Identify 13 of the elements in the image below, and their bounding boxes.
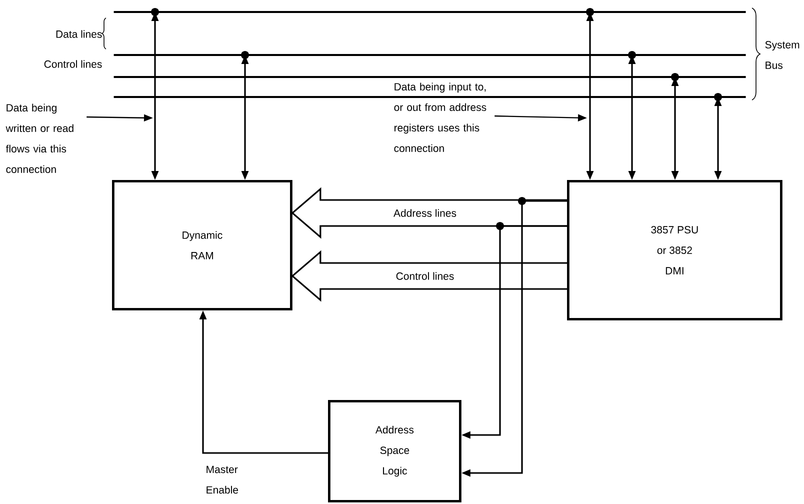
bus-label: Data lines xyxy=(56,30,102,38)
bus-label: System Bus xyxy=(765,41,800,69)
block-box: 3857 PSU or 3852 DMI xyxy=(567,180,782,320)
bus-label: Control lines xyxy=(44,60,102,68)
block-box: Dynamic RAM xyxy=(112,180,292,310)
edge-label: Control lines xyxy=(396,272,454,280)
wide-arrow xyxy=(291,187,568,239)
block-box: Address Space Logic xyxy=(328,400,462,502)
note-text: Data being input to, or out from address registers uses this connection xyxy=(394,82,486,152)
edge-label: Address lines xyxy=(394,209,456,217)
edge-label: Master Enable xyxy=(206,466,238,494)
note-text: Data being written or read flows via this connection xyxy=(6,104,74,174)
wide-arrow xyxy=(291,250,568,302)
